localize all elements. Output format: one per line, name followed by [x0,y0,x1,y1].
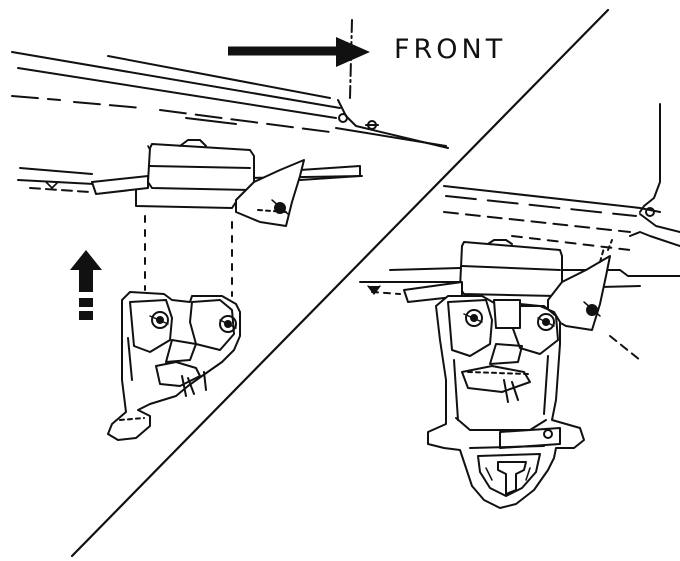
arrow-right-icon [228,37,370,67]
right-panel-latch-installed [359,103,680,509]
panel-divider-line [70,8,610,558]
arrow-up-icon [70,250,102,320]
left-panel-latch-removed [11,19,449,441]
front-direction-label: FRONT [394,34,507,65]
